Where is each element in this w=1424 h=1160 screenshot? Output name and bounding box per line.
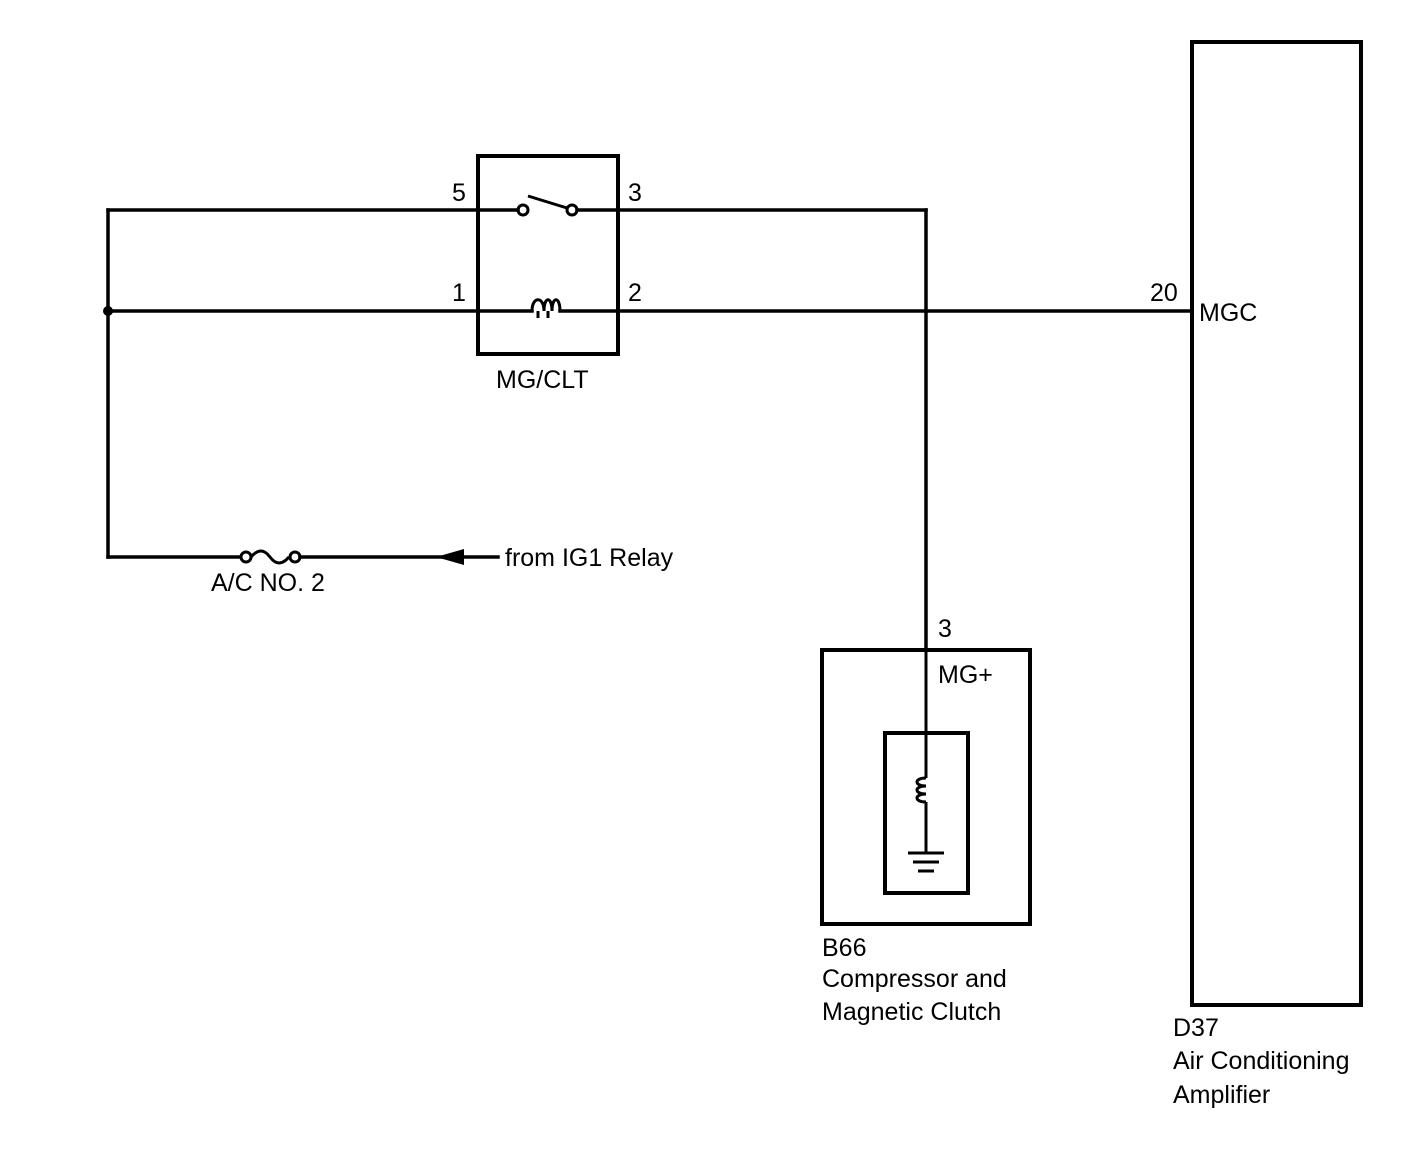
relay-name-label: MG/CLT xyxy=(496,366,589,394)
relay-coil-icon xyxy=(530,298,562,318)
source-arrow-icon xyxy=(436,549,464,565)
amplifier-pin-number: 20 xyxy=(1150,279,1178,307)
compressor-name-line2: Magnetic Clutch xyxy=(822,998,1001,1026)
fuse-name-label: A/C NO. 2 xyxy=(211,569,325,597)
amplifier-pin-name: MGC xyxy=(1199,299,1257,327)
junction-dot xyxy=(103,306,113,316)
relay-mg-clt: 5 3 1 2 MG/CLT xyxy=(452,154,642,394)
relay-pin-2-label: 2 xyxy=(628,279,642,307)
ground-icon xyxy=(908,851,944,873)
relay-switch-contact-left xyxy=(516,203,530,217)
compressor-pin-number: 3 xyxy=(938,615,952,643)
amplifier-d37: 20 MGC D37 Air Conditioning Amplifier xyxy=(1150,40,1363,1109)
compressor-b66: 3 MG+ B66 Compressor and Magnetic Clutch xyxy=(820,615,1032,1026)
relay-body xyxy=(476,154,620,356)
amplifier-body xyxy=(1190,40,1363,1007)
fuse-ac-no-2: A/C NO. 2 xyxy=(211,549,325,597)
relay-pin-1-label: 1 xyxy=(452,279,466,307)
amplifier-name-line2: Amplifier xyxy=(1173,1081,1270,1109)
fuse-icon xyxy=(249,549,291,565)
source-label: from IG1 Relay xyxy=(505,544,674,572)
relay-pin-5-label: 5 xyxy=(452,179,466,207)
fuse-terminal-left xyxy=(239,550,253,564)
relay-pin-3-label: 3 xyxy=(628,179,642,207)
clutch-coil-icon xyxy=(915,776,927,804)
amplifier-name-line1: Air Conditioning xyxy=(1173,1047,1350,1075)
amplifier-connector-label: D37 xyxy=(1173,1014,1219,1042)
compressor-connector-label: B66 xyxy=(822,934,866,962)
relay-switch-blade xyxy=(527,194,568,210)
compressor-name-line1: Compressor and xyxy=(822,965,1007,993)
compressor-pin-name: MG+ xyxy=(938,661,993,689)
